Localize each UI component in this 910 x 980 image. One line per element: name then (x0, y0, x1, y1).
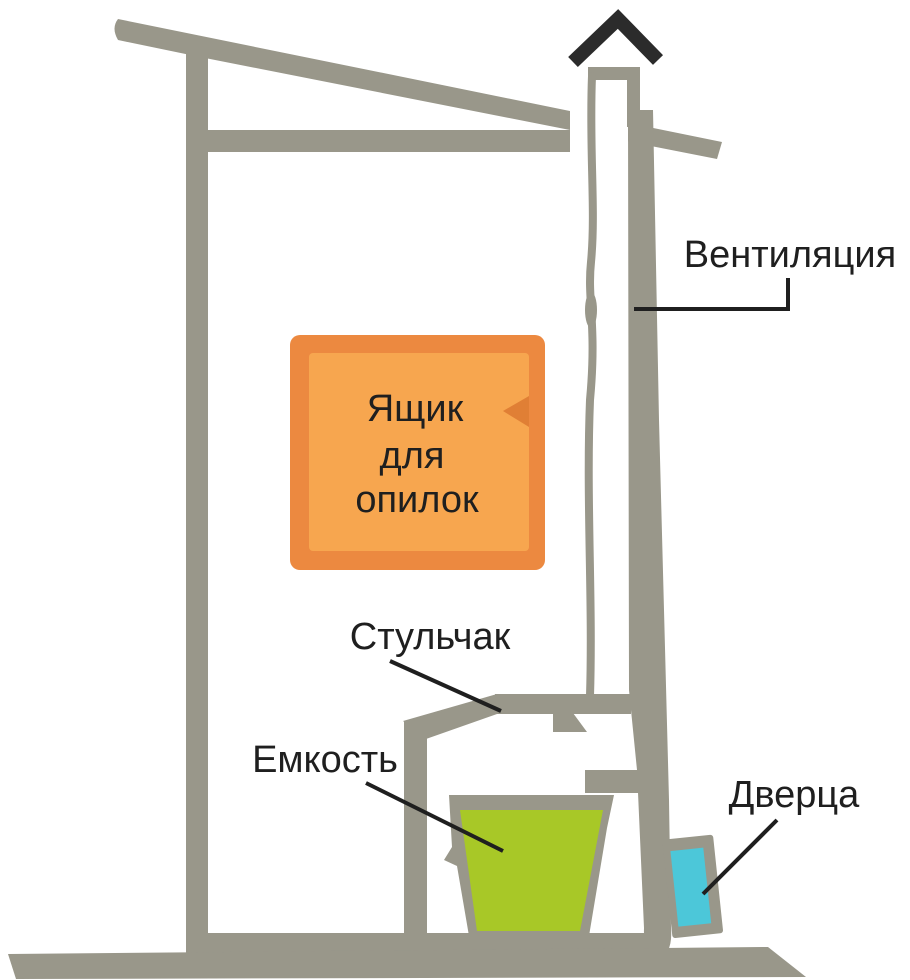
label-ventilation: Вентиляция (684, 234, 896, 276)
vent-duct-interior (570, 58, 628, 697)
right-wall (628, 110, 672, 957)
door-group (662, 834, 723, 939)
label-sawdust-line1: Ящик (367, 388, 464, 430)
ceiling-beam (206, 130, 570, 152)
vent-opening-sill (585, 770, 663, 793)
label-sawdust-line2: для (380, 435, 445, 477)
leader-container (365, 781, 504, 853)
label-seat: Стульчак (350, 616, 511, 658)
label-sawdust-line3: опилок (355, 479, 479, 521)
door-panel (670, 847, 712, 927)
label-container: Емкость (252, 739, 398, 781)
bucket-fill (460, 810, 603, 931)
leader-door (701, 818, 779, 896)
vent-cap-icon (568, 9, 664, 68)
sawdust-box-fill (309, 353, 529, 551)
leader-ventilation (634, 278, 790, 311)
sawdust-box-notch (503, 396, 529, 427)
ground (8, 947, 806, 979)
seat-platform (495, 694, 631, 714)
left-wall (186, 48, 208, 956)
leader-seat (389, 659, 502, 713)
label-door: Дверца (729, 774, 861, 816)
vent-pipe-bulge (585, 292, 597, 328)
vent-pipe-line (584, 72, 597, 700)
seat-left-wall (404, 721, 427, 937)
seat-back-step (553, 713, 587, 732)
